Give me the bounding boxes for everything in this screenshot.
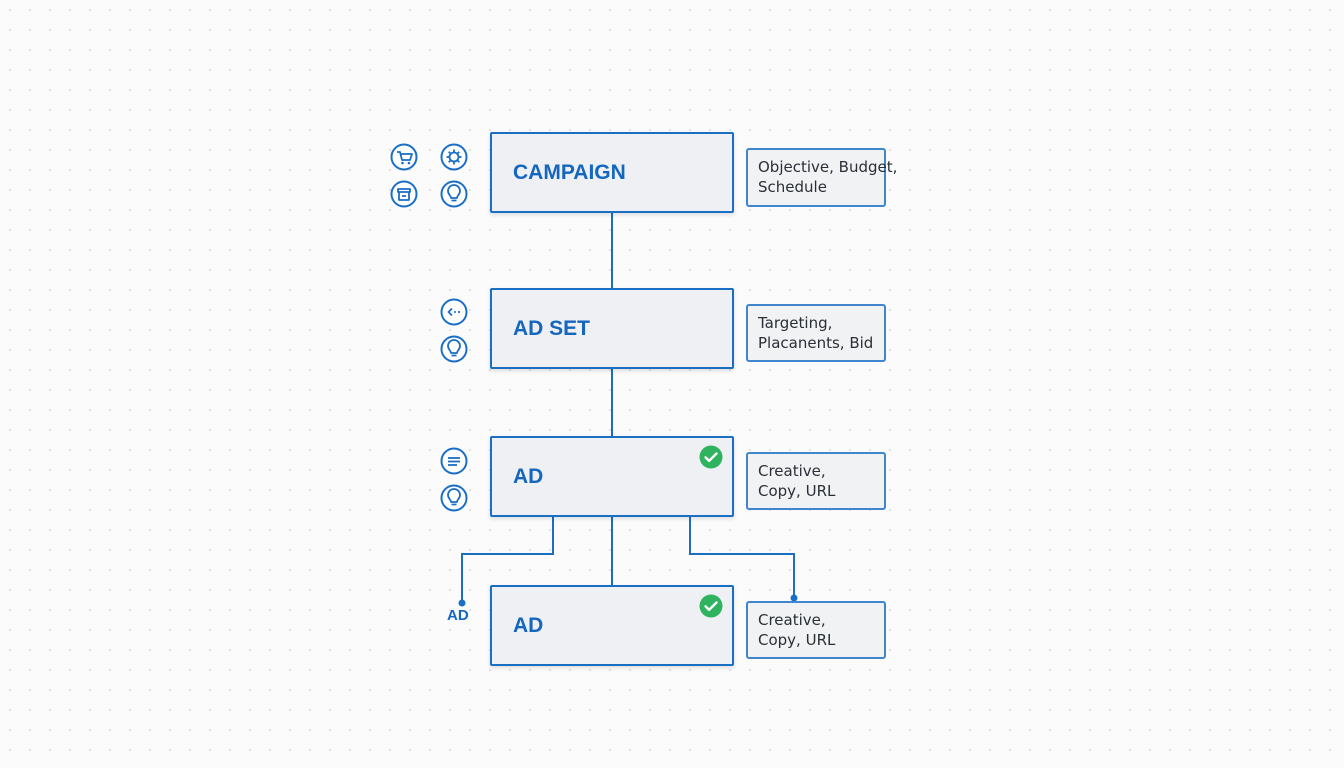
- storefront-icon: [390, 180, 418, 208]
- note-line: Copy, URL: [758, 630, 836, 649]
- note-line: Schedule: [758, 177, 827, 196]
- ad-note: Creative, Copy, URL: [746, 601, 886, 659]
- shopping-cart-icon: [390, 143, 418, 171]
- lightbulb-icon: [440, 180, 468, 208]
- text-lines-icon: [440, 447, 468, 475]
- ad-node[interactable]: AD: [490, 436, 734, 517]
- ad-node-label: AD: [513, 464, 544, 488]
- ad-node-label: AD: [513, 613, 544, 637]
- checkmark-icon: [699, 445, 723, 469]
- adset-note: Targeting, Placanents, Bid: [746, 304, 886, 362]
- campaign-node-label: CAMPAIGN: [513, 160, 626, 184]
- adset-node[interactable]: AD SET: [490, 288, 734, 369]
- note-line: Objective, Budget,: [758, 158, 898, 176]
- note-line: Creative,: [758, 462, 826, 480]
- note-line: Copy, URL: [758, 481, 836, 500]
- branch-ad-label: AD: [447, 607, 469, 624]
- ad-node[interactable]: AD: [490, 585, 734, 666]
- checkmark-icon: [699, 594, 723, 618]
- adset-node-label: AD SET: [513, 316, 591, 340]
- refresh-icon: [440, 298, 468, 326]
- note-line: Targeting,: [758, 314, 833, 332]
- lightbulb-icon: [440, 484, 468, 512]
- note-line: Creative,: [758, 611, 826, 629]
- campaign-node[interactable]: CAMPAIGN: [490, 132, 734, 213]
- ad-note: Creative, Copy, URL: [746, 452, 886, 510]
- lightbulb-icon: [440, 335, 468, 363]
- gear-icon: [440, 143, 468, 171]
- campaign-note: Objective, Budget, Schedule: [746, 148, 898, 207]
- note-line: Placanents, Bid: [758, 333, 874, 352]
